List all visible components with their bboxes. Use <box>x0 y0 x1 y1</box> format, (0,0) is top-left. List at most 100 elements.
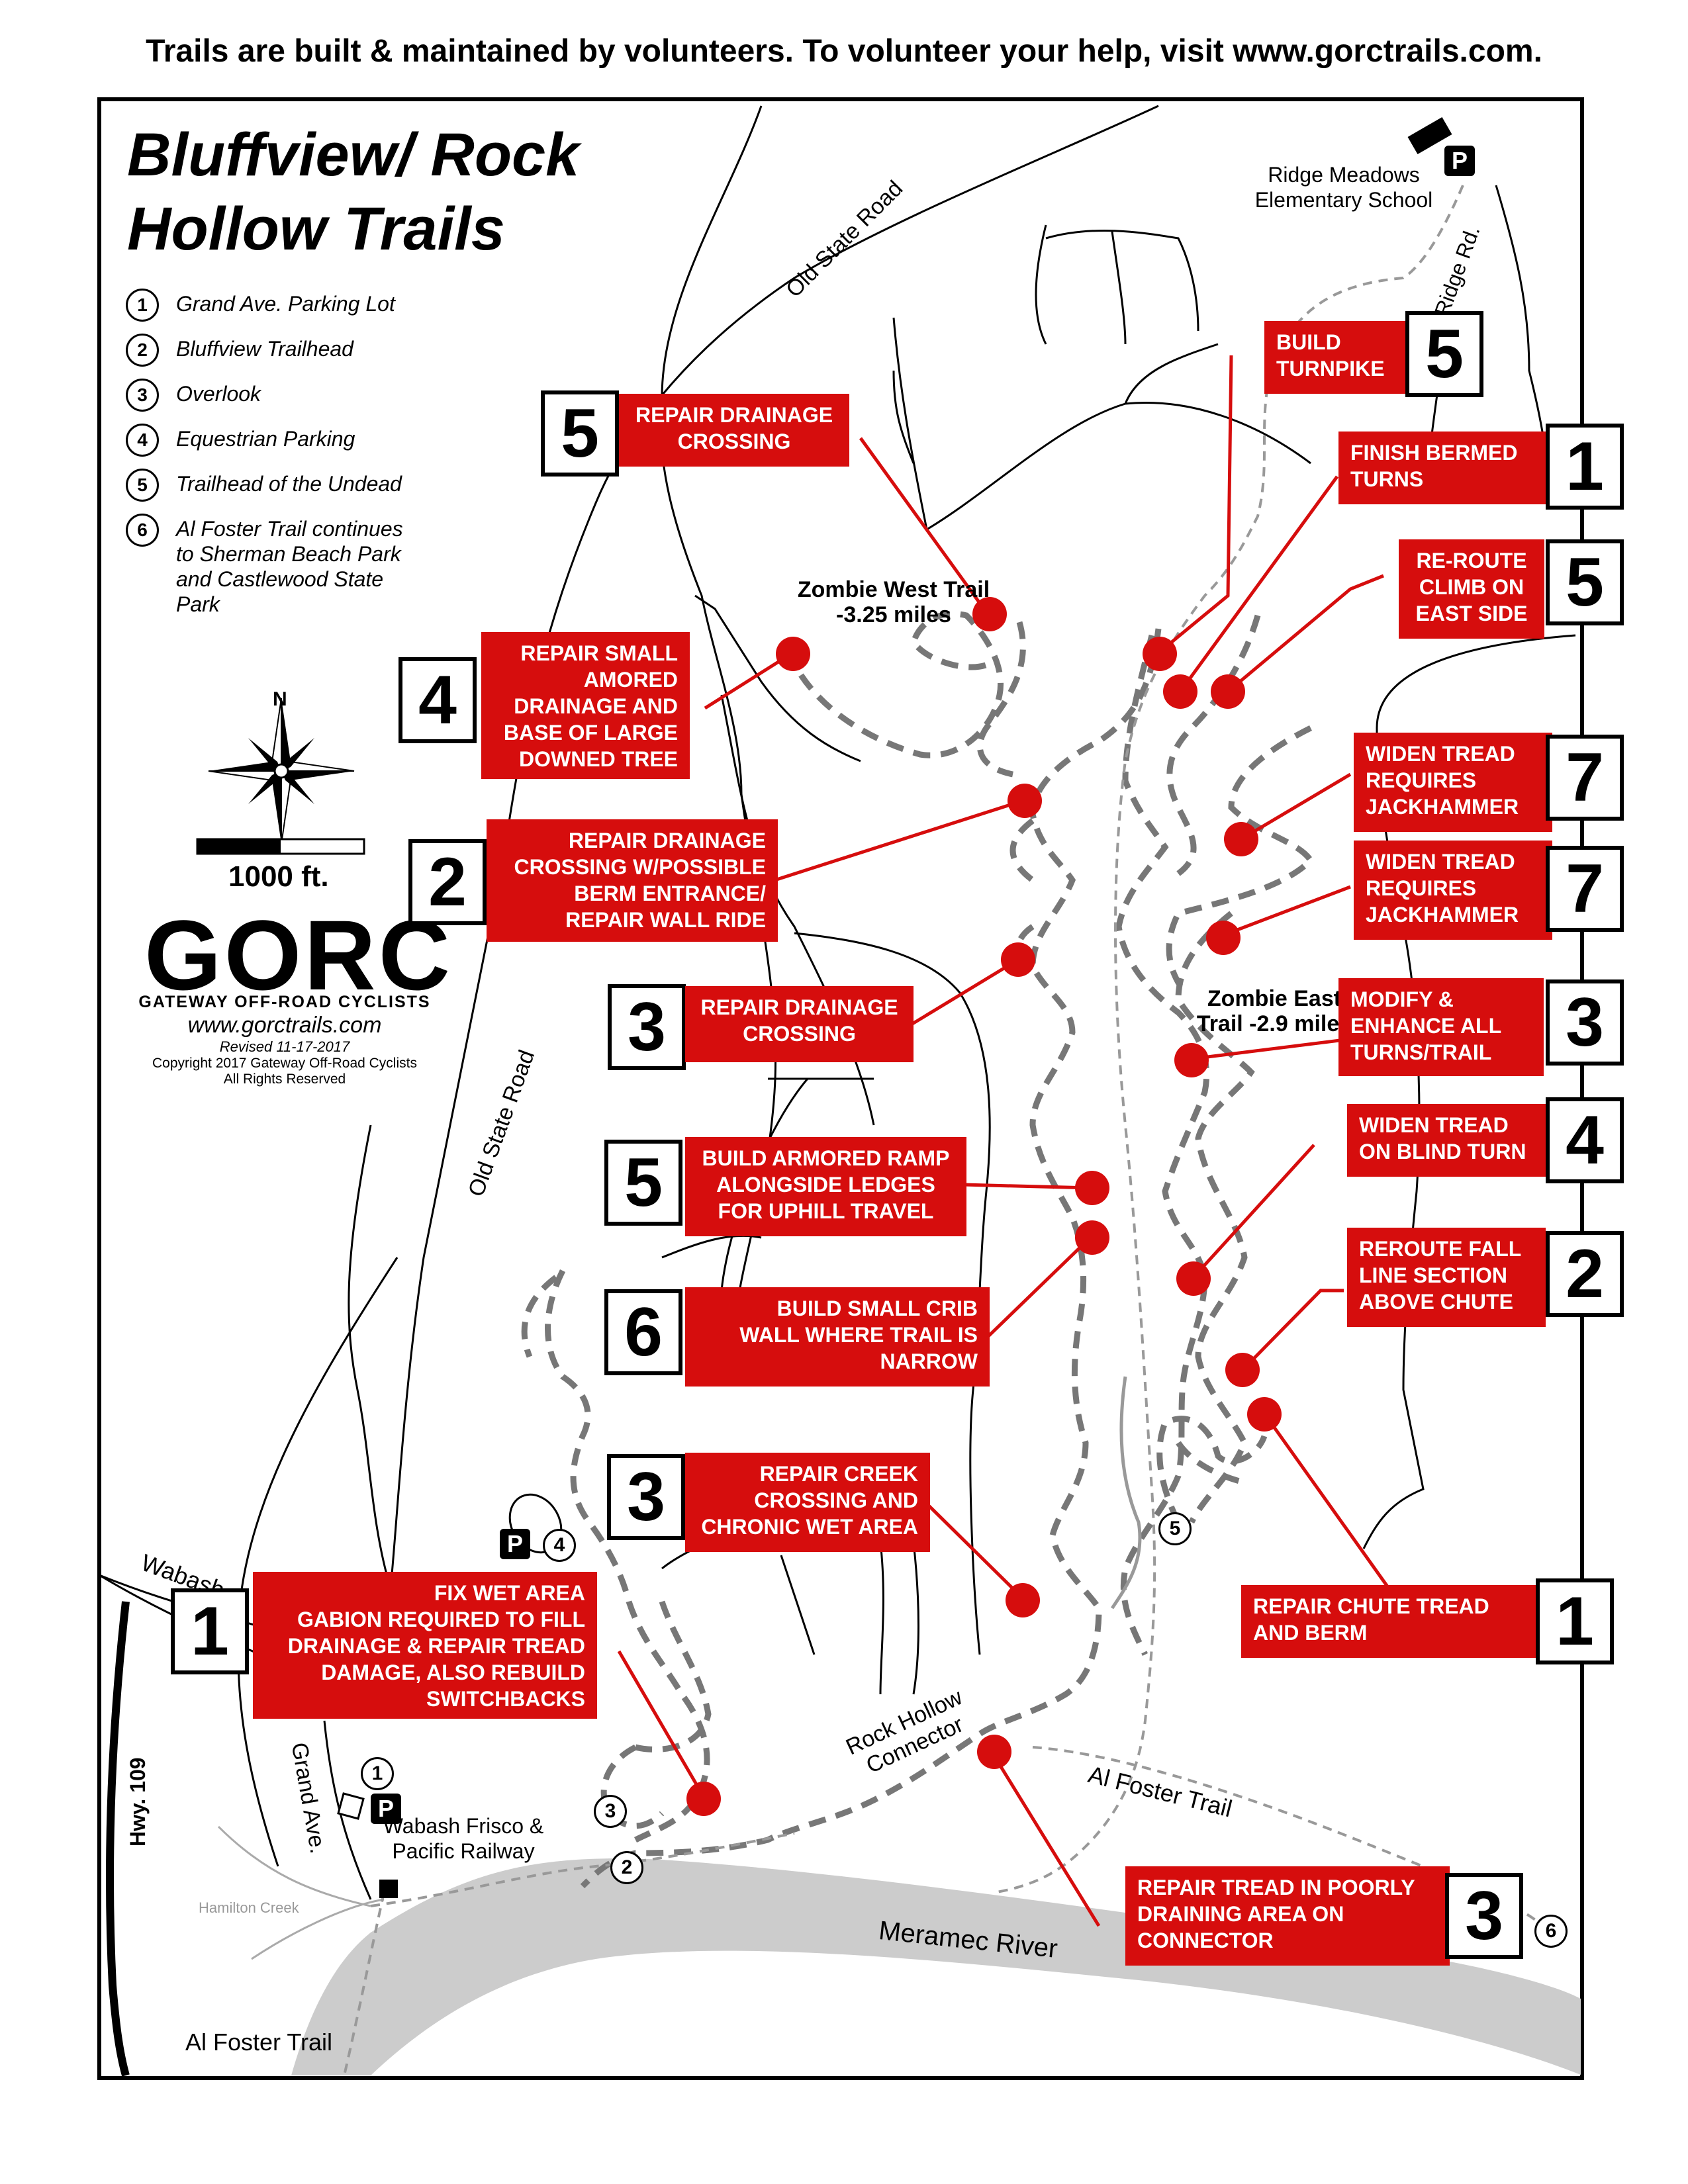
legend-item: 6 Al Foster Trail continues to Sherman Be… <box>126 514 414 617</box>
issue-dot <box>1143 637 1177 671</box>
issue-dot <box>1247 1397 1282 1432</box>
callout-fix-wet-area: FIX WET AREA GABION REQUIRED TO FILL DRA… <box>253 1572 597 1719</box>
legend-item: 4 Equestrian Parking <box>126 424 457 457</box>
building-icon <box>379 1880 398 1898</box>
priority-box: 1 <box>171 1588 249 1674</box>
priority-box: 3 <box>1546 979 1624 1066</box>
issue-dot <box>686 1782 721 1816</box>
legend-text: Equestrian Parking <box>176 427 355 451</box>
marker-2-icon: 2 <box>610 1851 643 1884</box>
meramec-river <box>291 1858 1581 2075</box>
issue-dot <box>776 637 810 671</box>
priority-box: 2 <box>1546 1231 1624 1317</box>
parking-icon: P <box>1444 146 1475 176</box>
issue-dot <box>1006 1583 1040 1617</box>
callout-repair-tread-connector: REPAIR TREAD IN POORLY DRAINING AREA ON … <box>1125 1866 1450 1966</box>
callout-widen-tread-blind-turn: WIDEN TREAD ON BLIND TURN <box>1347 1104 1546 1177</box>
scale-label: 1000 ft. <box>228 860 329 893</box>
issue-dot <box>1174 1043 1209 1077</box>
logo-url[interactable]: www.gorctrails.com <box>187 1013 382 1038</box>
legend-number: 6 <box>126 514 159 547</box>
legend-number: 5 <box>126 469 159 502</box>
legend-text: Al Foster Trail continues to Sherman Bea… <box>176 517 403 616</box>
issue-dot <box>1163 674 1197 709</box>
issue-dot <box>1211 674 1245 709</box>
callout-build-armored-ramp: BUILD ARMORED RAMP ALONGSIDE LEDGES FOR … <box>685 1137 966 1236</box>
issue-dot <box>972 597 1007 631</box>
issue-dot <box>1206 921 1241 955</box>
priority-box: 5 <box>604 1140 682 1226</box>
logo-block: GATEWAY OFF-ROAD CYCLISTS www.gorctrails… <box>119 993 450 1087</box>
callout-widen-tread-jackhammer: WIDEN TREAD REQUIRES JACKHAMMER <box>1354 841 1552 940</box>
legend-item: 2 Bluffview Trailhead <box>126 334 457 367</box>
legend-item: 5 Trailhead of the Undead <box>126 469 457 502</box>
callout-reroute-fall-line: REROUTE FALL LINE SECTION ABOVE CHUTE <box>1347 1228 1546 1327</box>
hamilton-creek-label: Hamilton Creek <box>199 1899 299 1916</box>
callout-repair-chute-tread: REPAIR CHUTE TREAD AND BERM <box>1241 1585 1539 1658</box>
callout-finish-bermed-turns: FINISH BERMED TURNS <box>1338 432 1552 504</box>
marker-6-icon: 6 <box>1534 1915 1568 1948</box>
map-title-line2: Hollow Trails <box>127 195 505 263</box>
al-foster-trail-label: Al Foster Trail <box>185 2028 333 2056</box>
callout-repair-small-drainage: REPAIR SMALL AMORED DRAINAGE AND BASE OF… <box>481 632 690 779</box>
marker-1-icon: 1 <box>361 1757 394 1790</box>
priority-box: 4 <box>399 657 477 743</box>
legend-text: Grand Ave. Parking Lot <box>176 292 395 316</box>
volunteer-header: Trails are built & maintained by volunte… <box>146 34 1542 69</box>
map-title: Bluffview/ Rock Hollow Trails <box>127 118 723 266</box>
priority-box: 3 <box>1445 1873 1523 1959</box>
hwy-109 <box>106 1601 130 2077</box>
legend-number: 1 <box>126 289 159 322</box>
marker-3-icon: 3 <box>594 1795 627 1828</box>
callout-modify-enhance-turns: MODIFY & ENHANCE ALL TURNS/TRAIL <box>1338 978 1544 1076</box>
parking-icon: P <box>500 1529 530 1559</box>
callout-repair-creek-crossing: REPAIR CREEK CROSSING AND CHRONIC WET AR… <box>685 1453 930 1552</box>
compass-rose <box>208 698 355 844</box>
issue-dot <box>1176 1261 1211 1296</box>
legend-number: 3 <box>126 379 159 412</box>
school-label: Ridge Meadows Elementary School <box>1254 163 1433 212</box>
hwy-label: Hwy. 109 <box>126 1757 150 1846</box>
priority-box: 1 <box>1546 424 1624 510</box>
issue-dot <box>1075 1220 1109 1255</box>
callout-repair-drainage-crossing: REPAIR DRAINAGE CROSSING <box>685 986 914 1062</box>
logo-rights: All Rights Reserved <box>223 1071 346 1087</box>
priority-box: 7 <box>1546 735 1624 821</box>
map-title-line1: Bluffview/ Rock <box>127 121 580 189</box>
priority-box: 1 <box>1536 1578 1614 1664</box>
issue-dot <box>1224 822 1258 856</box>
callout-re-route-climb: RE-ROUTE CLIMB ON EAST SIDE <box>1399 539 1544 639</box>
legend-text: Overlook <box>176 382 261 406</box>
legend-text: Bluffview Trailhead <box>176 337 353 361</box>
scale-bar <box>196 838 365 855</box>
priority-box: 3 <box>608 984 686 1070</box>
legend-item: 1 Grand Ave. Parking Lot <box>126 289 457 322</box>
callout-repair-drainage-berm: REPAIR DRAINAGE CROSSING W/POSSIBLE BERM… <box>487 819 778 942</box>
legend-text: Trailhead of the Undead <box>176 472 402 496</box>
callout-widen-tread-jackhammer: WIDEN TREAD REQUIRES JACKHAMMER <box>1354 733 1552 832</box>
priority-box: 7 <box>1546 846 1624 932</box>
legend-number: 2 <box>126 334 159 367</box>
priority-box: 6 <box>604 1289 682 1375</box>
parking-icon: P <box>371 1794 401 1824</box>
logo-subtitle: GATEWAY OFF-ROAD CYCLISTS <box>138 993 431 1011</box>
marker-4-icon: 4 <box>543 1529 576 1562</box>
priority-box: 2 <box>408 839 487 925</box>
callout-build-crib-wall: BUILD SMALL CRIB WALL WHERE TRAIL IS NAR… <box>685 1287 990 1387</box>
issue-dot <box>1075 1171 1109 1205</box>
gorc-logo: GORC <box>144 899 453 1011</box>
issue-dot <box>1008 784 1042 818</box>
marker-5-icon: 5 <box>1158 1512 1192 1545</box>
railway-label: Wabash Frisco & Pacific Railway <box>383 1814 544 1863</box>
legend-number: 4 <box>126 424 159 457</box>
issue-dot <box>1225 1353 1260 1387</box>
priority-box: 3 <box>607 1454 685 1540</box>
issue-dot <box>977 1735 1011 1769</box>
priority-box: 5 <box>541 390 619 477</box>
priority-box: 4 <box>1546 1097 1624 1183</box>
priority-box: 5 <box>1405 311 1483 397</box>
legend-item: 3 Overlook <box>126 379 457 412</box>
legend: 1 Grand Ave. Parking Lot 2 Bluffview Trail… <box>126 289 457 637</box>
priority-box: 5 <box>1546 539 1624 625</box>
logo-revised: Revised 11-17-2017 <box>219 1038 350 1055</box>
